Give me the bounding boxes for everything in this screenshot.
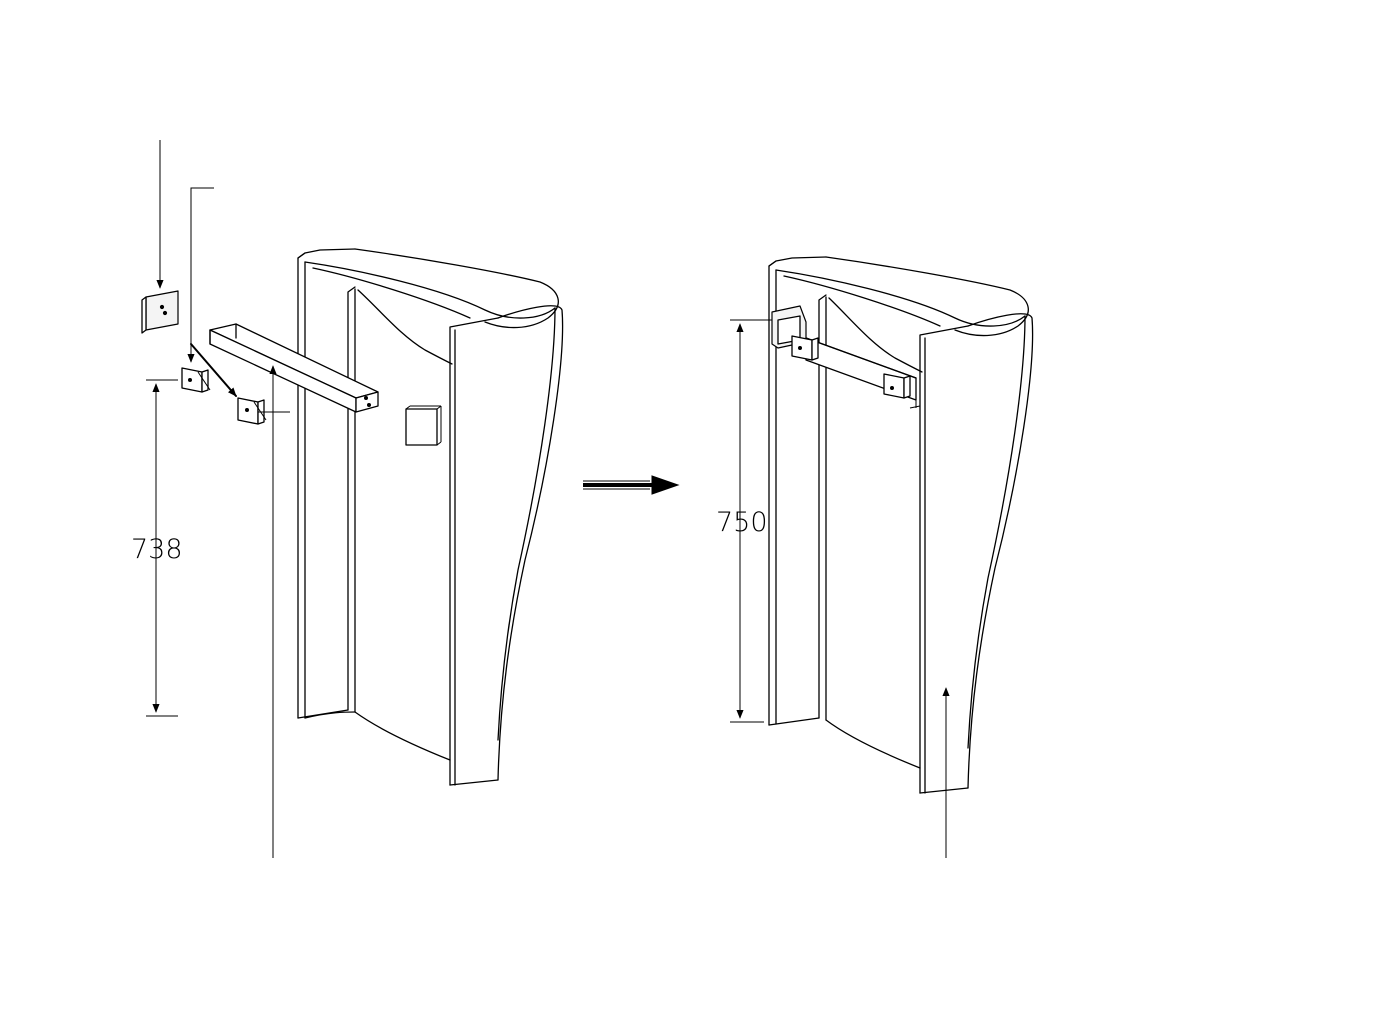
dimension-750: 750 [716, 319, 772, 723]
mounting-rail [209, 323, 379, 413]
cabinet-after [768, 256, 1034, 794]
bracket-left [181, 367, 211, 393]
dimension-label-before: 738 [131, 534, 183, 565]
bracket-right [237, 397, 267, 425]
dimension-label-after: 750 [716, 507, 768, 538]
installed-rail [771, 305, 921, 409]
dimension-738: 738 [131, 379, 183, 717]
cabinet-before [297, 248, 564, 786]
leader-lines-before [156, 140, 290, 858]
wall-plate [141, 290, 179, 334]
right-arrow-icon [583, 475, 680, 495]
